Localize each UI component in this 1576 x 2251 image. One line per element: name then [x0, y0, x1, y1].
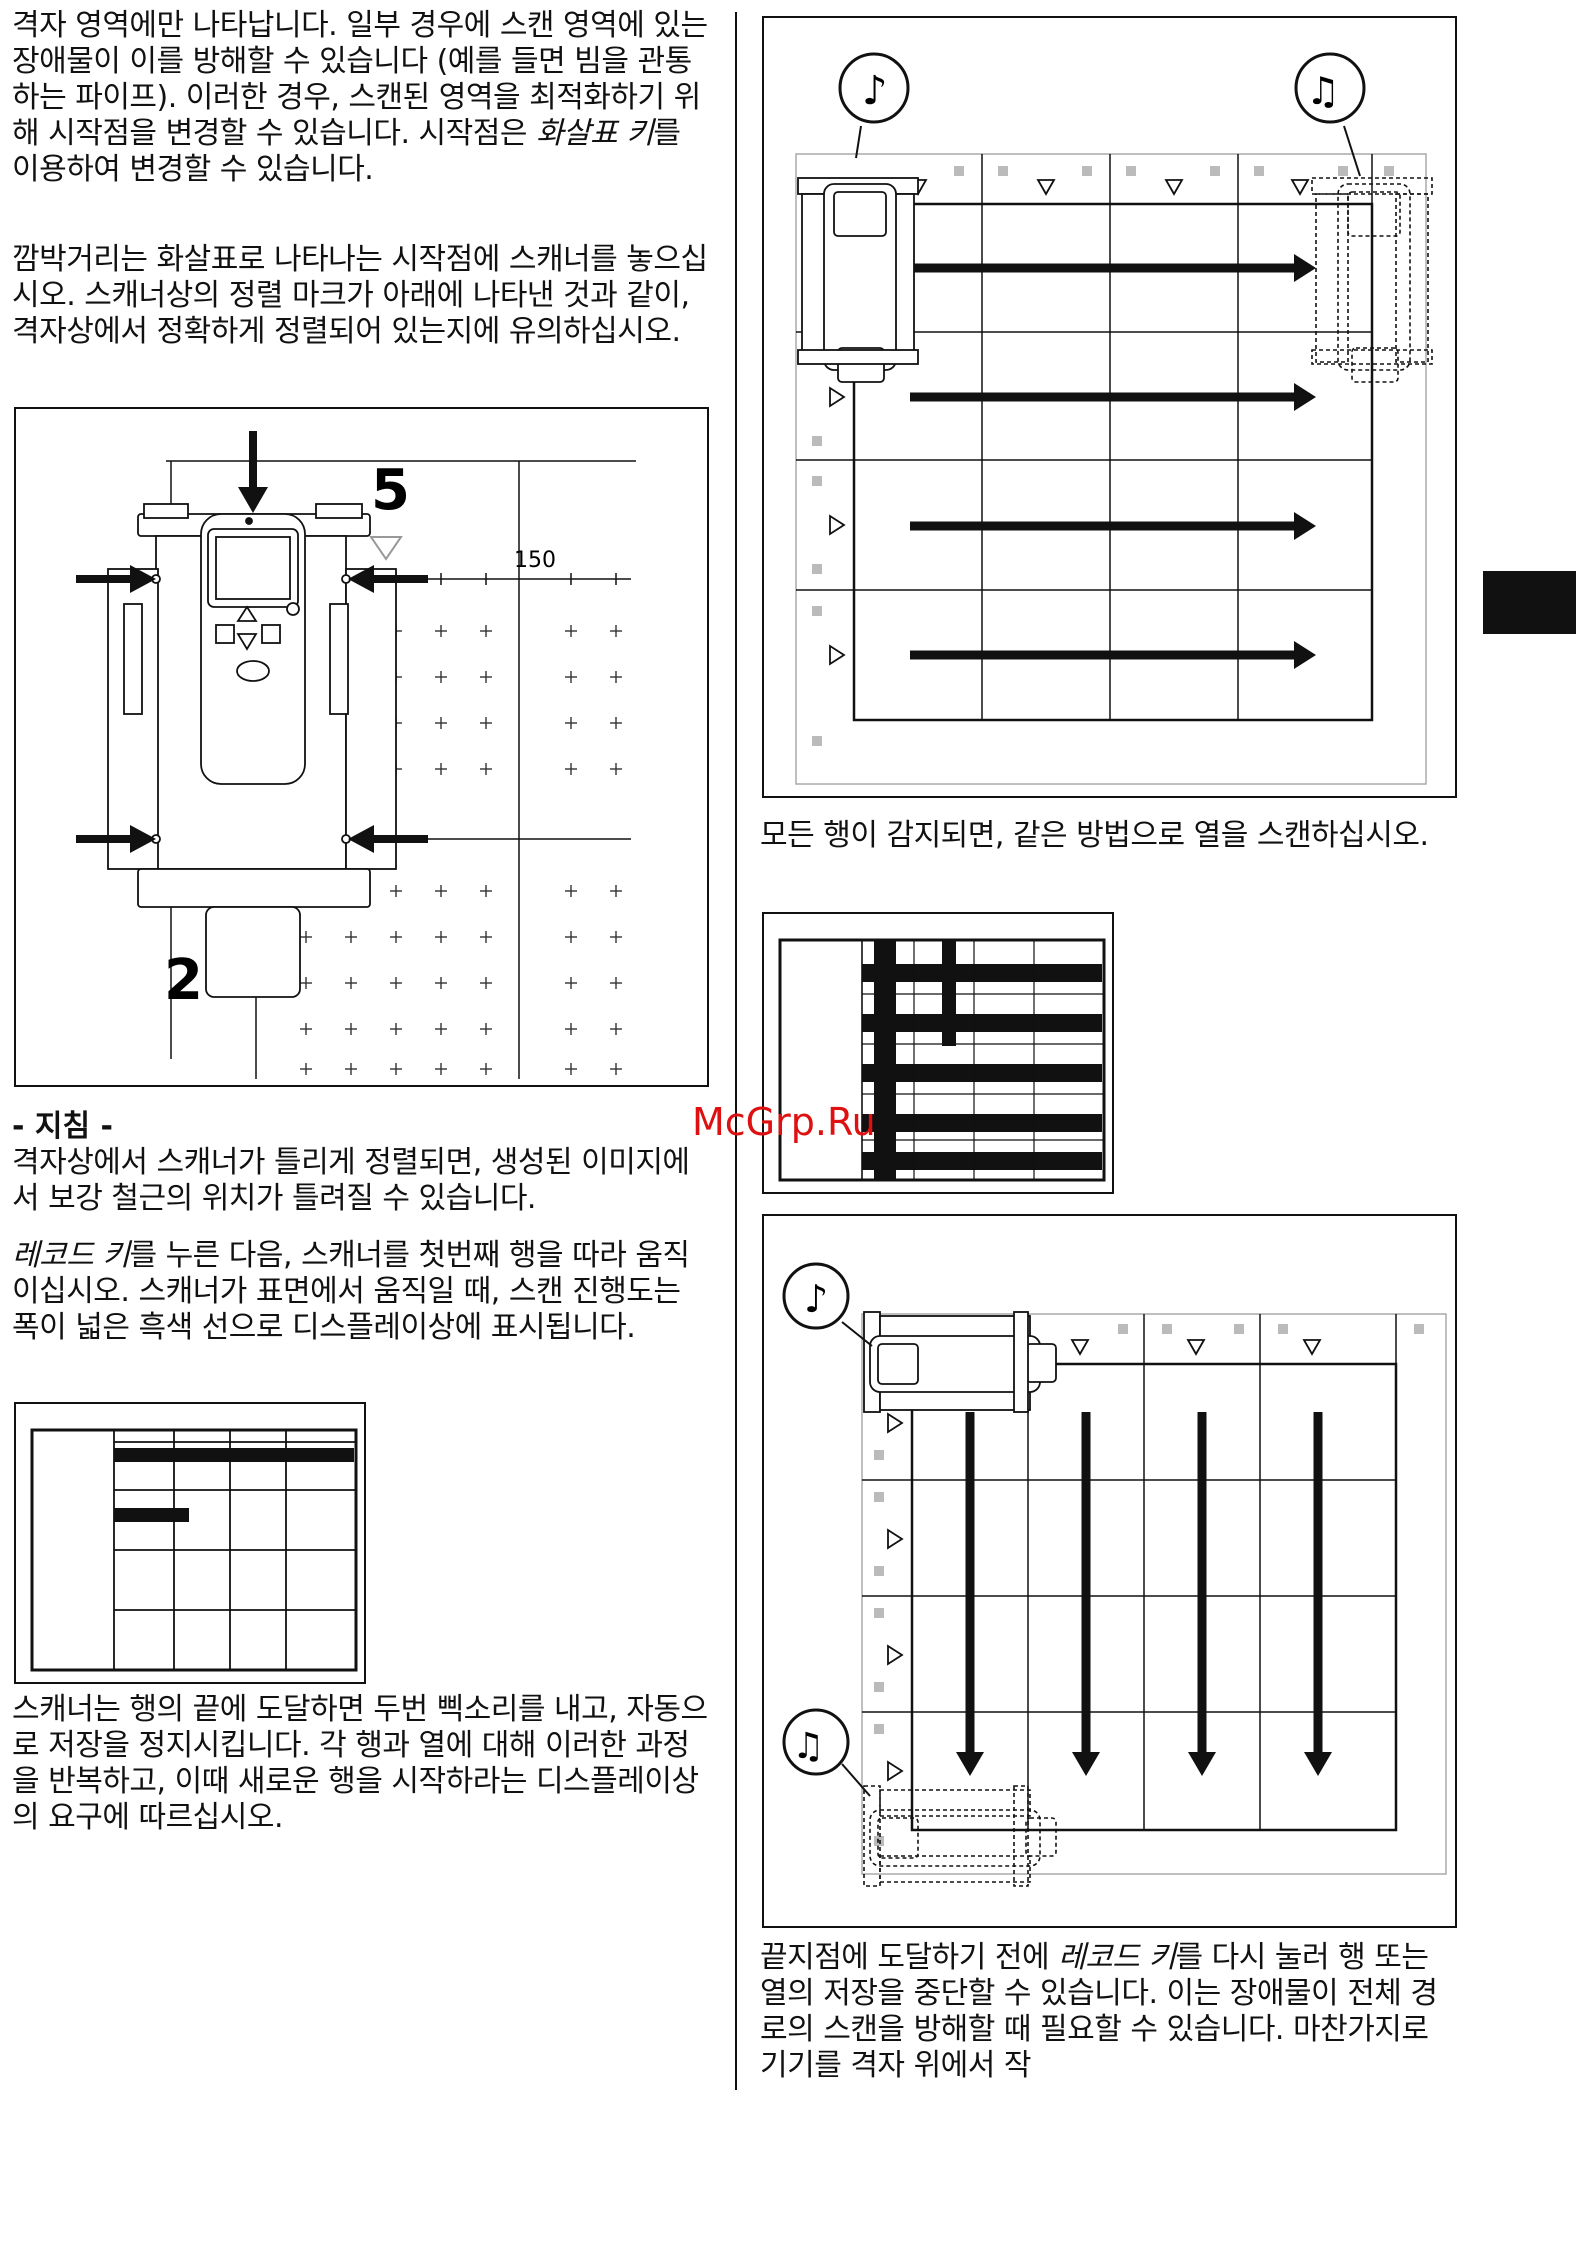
column-divider: [735, 12, 737, 2090]
column-scan-diagram: ♪ ♫: [782, 1262, 1447, 1887]
display-column-diagram: [778, 938, 1106, 1182]
svg-text:♪: ♪: [804, 1277, 828, 1321]
note-paragraph: 격자상에서 스캐너가 틀리게 정렬되면, 생성된 이미지에서 보강 철근의 위치…: [12, 1145, 690, 1216]
svg-text:♫: ♫: [792, 1726, 824, 1767]
start-label-2: 2: [164, 948, 203, 1013]
start-label-5: 5: [371, 458, 410, 523]
double-music-note-icon: ♫: [1294, 52, 1366, 177]
alignment-figure: 150 5 2: [14, 407, 709, 1087]
scanner-end-position: [863, 1785, 1057, 1887]
display-row-figure: [14, 1402, 366, 1684]
beep-paragraph: 스캐너는 행의 끝에 도달하면 두번 삑소리를 내고, 자동으로 저장을 정지시…: [12, 1692, 708, 1835]
watermark: McGrp.Ru: [692, 1100, 876, 1144]
display-column-figure: [762, 912, 1114, 1194]
alignment-arrows: [76, 431, 428, 853]
scanner-start-position: [863, 1311, 1057, 1413]
row-scan-figure: ♪ ♫: [762, 16, 1457, 798]
section-tab: [1483, 571, 1576, 634]
scanner-start-position: [797, 177, 919, 383]
interrupt-paragraph: 끝지점에 도달하기 전에 레코드 키를 다시 눌러 행 또는 열의 저장을 중단…: [760, 1940, 1438, 2083]
display-row-diagram: [30, 1428, 358, 1672]
double-music-note-icon: ♫: [782, 1708, 871, 1797]
columns-paragraph: 모든 행이 감지되면, 같은 방법으로 열을 스캔하십시오.: [760, 818, 1429, 853]
svg-text:♪: ♪: [862, 68, 888, 114]
scanner-device: [107, 503, 397, 998]
record-paragraph: 레코드 키를 누른 다음, 스캐너를 첫번째 행을 따라 움직이십시오. 스캐너…: [12, 1238, 690, 1345]
scanner-end-position: [1311, 177, 1433, 383]
column-scan-figure: ♪ ♫: [762, 1214, 1457, 1928]
row-scan-diagram: ♪ ♫: [795, 52, 1433, 785]
alignment-diagram: 150 5 2: [76, 431, 636, 1079]
scale-label: 150: [514, 548, 556, 573]
svg-text:♫: ♫: [1306, 69, 1340, 113]
intro-paragraph: 격자 영역에만 나타납니다. 일부 경우에 스캔 영역에 있는 장애물이 이를 …: [12, 8, 708, 187]
music-note-icon: ♪: [782, 1262, 873, 1347]
music-note-icon: ♪: [838, 52, 910, 159]
note-heading: - 지침 -: [12, 1109, 113, 1144]
placement-paragraph: 깜박거리는 화살표로 나타나는 시작점에 스캐너를 놓으십시오. 스캐너상의 정…: [12, 242, 708, 349]
